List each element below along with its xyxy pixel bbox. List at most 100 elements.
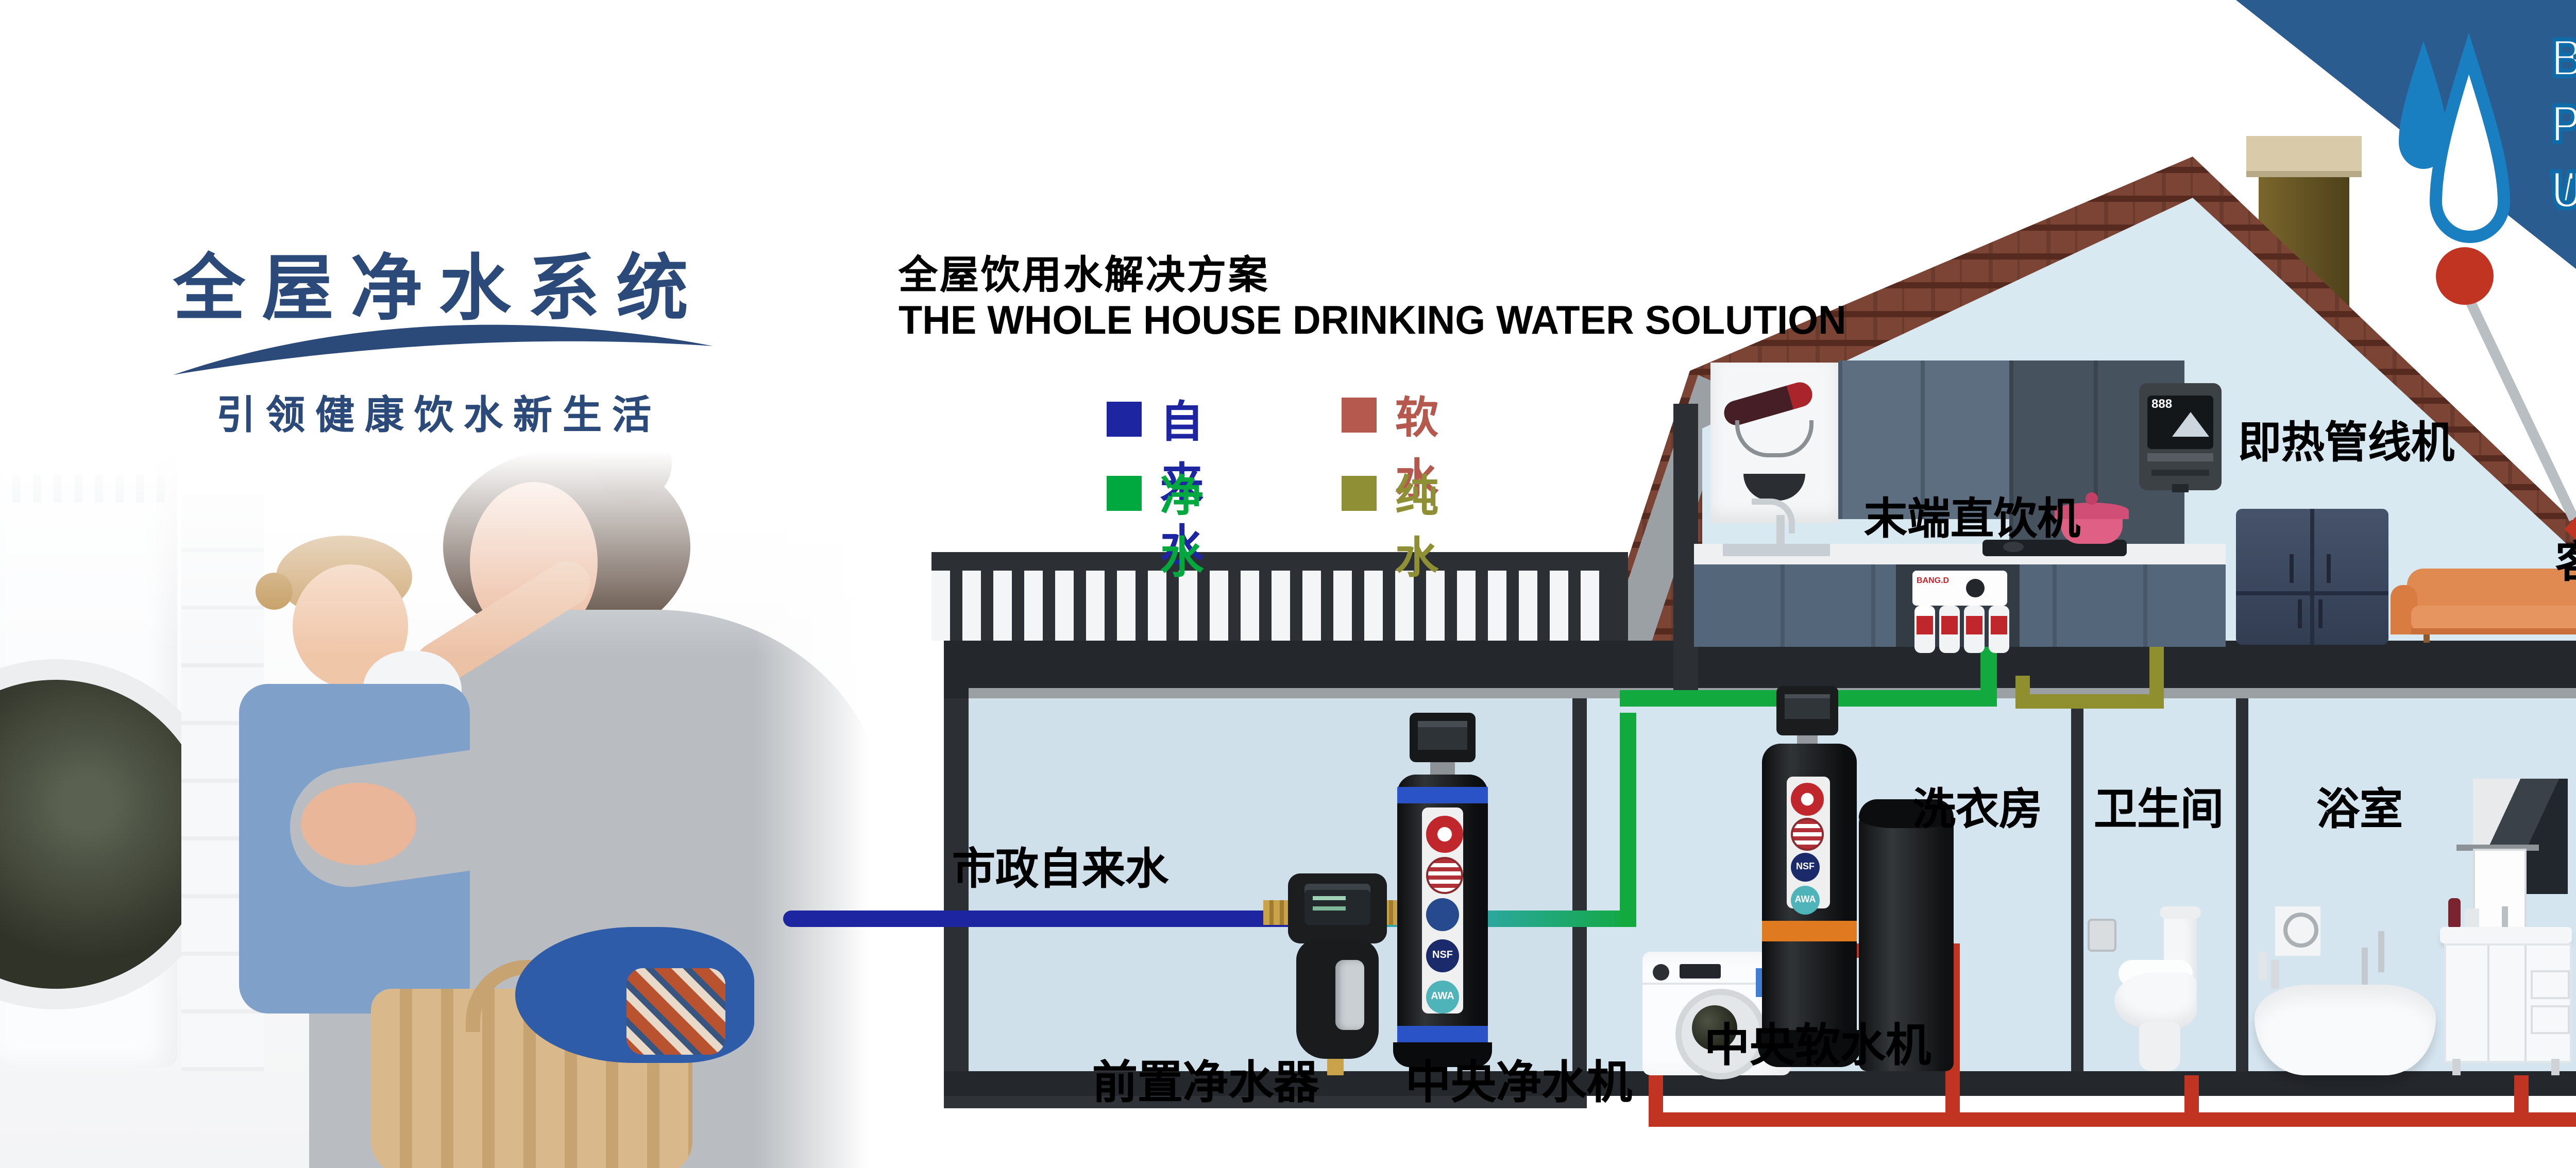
badge-flag — [1426, 857, 1463, 894]
dispenser-buttons — [2147, 453, 2213, 461]
purifier-blue-band-top — [1397, 787, 1488, 803]
device-hot-dispenser: 888 — [2139, 383, 2222, 492]
vanity — [2440, 840, 2572, 1075]
house-bottom-step — [944, 1096, 1587, 1108]
central-softener-label: 中央软水机 — [1704, 1020, 1931, 1071]
deck-railing — [931, 552, 1628, 698]
badge-nsf: NSF — [1426, 939, 1459, 972]
dispenser-screen: 888 — [2147, 396, 2213, 449]
pipe-teal-to-green — [1463, 911, 1636, 927]
bath-bottles — [2259, 952, 2267, 981]
undersink-badge — [1966, 579, 1985, 597]
kitchen-faucet-stem — [1776, 515, 1785, 548]
fridge-door-split-h — [2236, 591, 2388, 595]
wall-laundry-toilet — [2071, 698, 2083, 1071]
tall-cabinet-divider — [2094, 360, 2098, 548]
upper-cabinet-divider — [1921, 360, 1925, 519]
pot-knob — [2086, 492, 2098, 505]
vanity-soap — [2465, 908, 2479, 929]
water-drop-icon-large — [2429, 32, 2511, 243]
room-bath-label: 浴室 — [2316, 787, 2403, 834]
undersink-purifier-label: 末端直饮机 — [1864, 496, 2080, 544]
vanity-drawer-1 — [2531, 970, 2570, 999]
legend-swatch-soft — [1342, 398, 1377, 433]
brand-line-1: BANG.D — [2550, 25, 2576, 91]
toilet-tank-lid — [2160, 906, 2201, 919]
roof-ball-icon — [2436, 247, 2494, 305]
filter-cartridge-4 — [1989, 606, 2009, 653]
device-prefilter — [1263, 865, 1416, 1075]
fridge-handles — [2298, 599, 2302, 628]
legend-swatch-tap — [1107, 402, 1142, 437]
legend-label-pure: 纯水 — [1395, 474, 1438, 583]
house-left-wall — [944, 698, 969, 1096]
dispenser-display: 888 — [2151, 400, 2173, 412]
central-purifier-label: 中央净水机 — [1405, 1057, 1632, 1108]
prefilter-display-lines — [1313, 896, 1346, 900]
cartridge-label — [1941, 616, 1958, 634]
room-toilet-label: 卫生间 — [2094, 787, 2224, 834]
softener-base — [1758, 1030, 1861, 1067]
pipe-soft-stub-laundry — [1649, 1075, 1663, 1117]
wall-utility-laundry — [1572, 698, 1587, 1071]
vanity-counter — [2440, 927, 2572, 943]
vanity-cabinet — [2444, 943, 2572, 1063]
brine-tank — [1859, 799, 1954, 1071]
badge-awa: AWA — [1426, 981, 1459, 1014]
legend-label-purified: 净水 — [1160, 474, 1204, 583]
washer-panel — [1642, 962, 1791, 985]
prefilter-drain — [1327, 1059, 1344, 1075]
prefilter-display — [1304, 884, 1370, 925]
purifier-blue-band-bottom — [1397, 1026, 1488, 1042]
railing-balusters — [931, 571, 1628, 641]
undersink-brand-text: BANG.D — [1917, 575, 1950, 585]
vanity-faucet — [2502, 906, 2508, 929]
cartridge-label — [1966, 616, 1982, 634]
device-central-purifier: NSF AWA — [1393, 713, 1492, 1067]
brand-line-3: USA — [2550, 157, 2576, 222]
room-living-label: 客厅 — [2555, 529, 2576, 591]
badge-flag — [1791, 818, 1824, 851]
sofa — [2391, 569, 2576, 643]
vanity-bottle — [2448, 898, 2461, 929]
pipe-pure-run — [2015, 694, 2164, 709]
municipal-water-label: 市政自来水 — [952, 847, 1168, 894]
pipe-municipal — [783, 911, 1340, 927]
softener-valve-screen — [1785, 694, 1830, 719]
house-bottom-floor — [944, 1071, 2576, 1096]
brine-tank-lid — [1859, 799, 1954, 828]
title-swoosh — [173, 324, 713, 375]
family-photo — [0, 437, 878, 1168]
wall-toilet-bath — [2236, 698, 2248, 1071]
fridge — [2236, 509, 2388, 645]
tub-faucet — [2362, 948, 2368, 989]
pipe-soft-stub-toilet — [2184, 1075, 2199, 1117]
photo-fade — [0, 437, 878, 1168]
sofa-base — [2411, 628, 2576, 634]
badge-logo-red — [1426, 816, 1463, 853]
washer-display — [1680, 964, 1721, 978]
filter-cartridge-1 — [1914, 606, 1935, 653]
badge-logo-red — [1791, 783, 1824, 816]
filter-cartridge-3 — [1964, 606, 1985, 653]
brand-line-2: PURE WATER — [2550, 91, 2576, 222]
bath-wall-plate — [2275, 906, 2320, 956]
filter-cartridge-2 — [1939, 606, 1960, 653]
dispenser-vent — [2151, 470, 2209, 476]
stove-burner — [2003, 542, 2024, 552]
dispenser-spout — [2172, 484, 2189, 492]
legend-swatch-purified — [1107, 476, 1142, 511]
pipe-soft-bottom-run — [1649, 1112, 2576, 1127]
page-subtitle: 引领健康饮水新生活 — [216, 396, 662, 439]
device-central-softener: NSF AWA — [1758, 686, 1861, 1067]
sofa-legs — [2424, 634, 2430, 643]
softener-neck — [1797, 735, 1818, 746]
toilet-bowl — [2114, 972, 2197, 1030]
legend-swatch-pure — [1342, 476, 1377, 511]
toilet — [2110, 902, 2205, 1075]
pot-lid — [2055, 503, 2129, 519]
badge-nsf: NSF — [1791, 853, 1820, 882]
roof-pipe-gray — [2466, 300, 2576, 522]
badge-awa: AWA — [1791, 886, 1820, 915]
